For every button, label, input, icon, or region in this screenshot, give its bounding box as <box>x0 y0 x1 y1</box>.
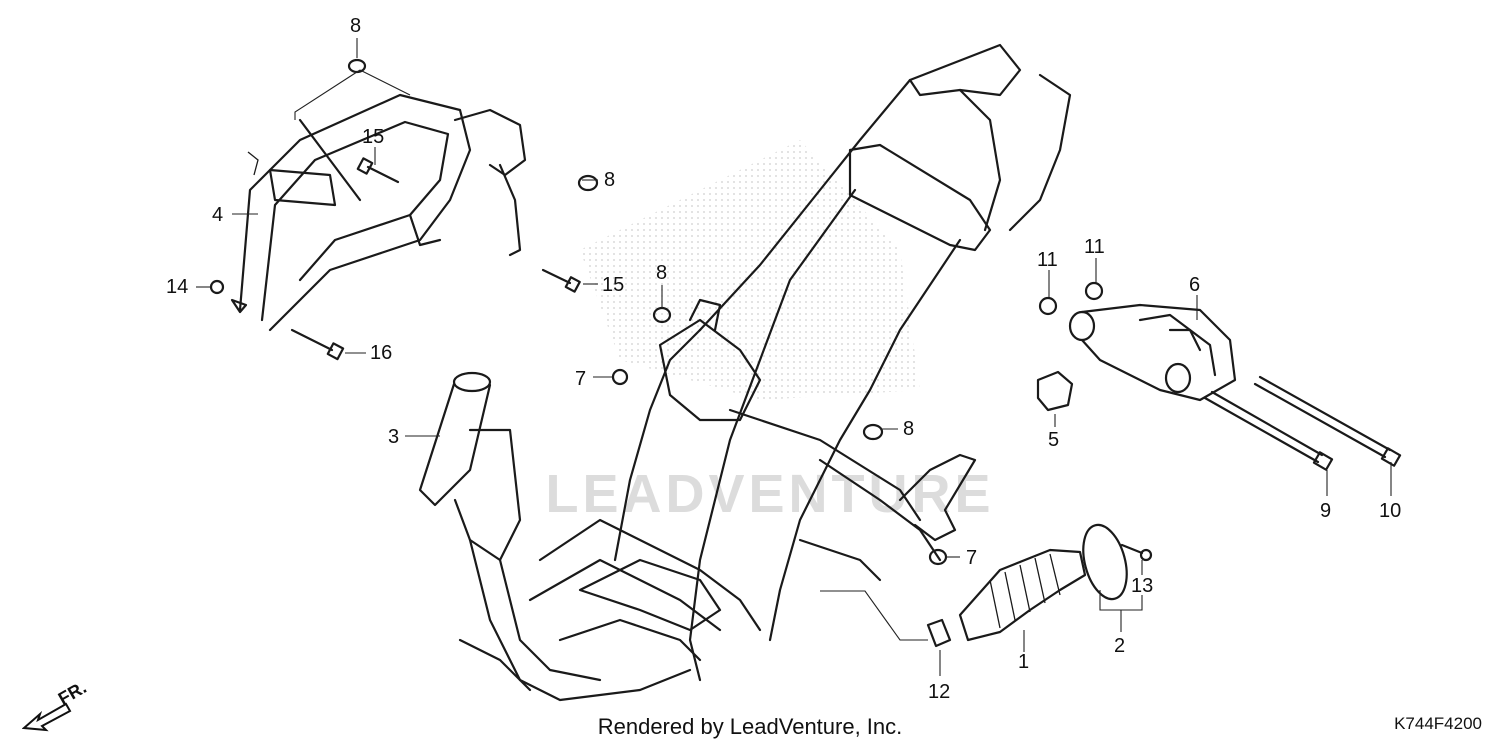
callout-4: 4 <box>212 204 223 226</box>
callout-6: 6 <box>1189 274 1200 296</box>
callout-1: 1 <box>1018 651 1029 673</box>
callout-10: 10 <box>1379 500 1401 522</box>
part-2-band <box>1082 523 1128 601</box>
callout-15a: 15 <box>362 126 384 148</box>
watermark-logo-dots <box>580 140 920 400</box>
part-5-rubber <box>1036 370 1074 412</box>
part-8-nut-right <box>577 174 599 192</box>
front-direction-arrow-icon <box>22 702 72 732</box>
part-16-bolt <box>290 328 345 361</box>
part-9-bolt <box>1203 390 1334 471</box>
callout-11b: 11 <box>1084 236 1105 258</box>
part-8-nut-mid <box>652 306 672 324</box>
part-6-engine-hanger <box>1068 303 1237 402</box>
part-10-bolt <box>1253 375 1402 467</box>
washers-nuts <box>209 58 1104 566</box>
part-13-screw <box>1120 543 1153 562</box>
callout-16: 16 <box>370 342 392 364</box>
callout-8b: 8 <box>604 169 615 191</box>
part-11-nut-b <box>1084 281 1104 301</box>
callout-9: 9 <box>1320 500 1331 522</box>
callout-8c: 8 <box>656 262 667 284</box>
callout-13: 13 <box>1131 575 1153 597</box>
callout-14: 14 <box>166 276 188 298</box>
callout-11a: 11 <box>1037 249 1058 271</box>
callout-8a: 8 <box>350 15 361 37</box>
callout-15b: 15 <box>602 274 624 296</box>
part-14-nut <box>209 279 225 295</box>
callout-3: 3 <box>388 426 399 448</box>
part-12-clip <box>926 618 952 648</box>
diagram-code: K744F4200 <box>1394 714 1482 733</box>
main-frame <box>528 43 1072 682</box>
leader-lines <box>196 38 1392 676</box>
part-8-nut-top <box>347 58 367 74</box>
part-8-nut-low <box>862 423 884 441</box>
part-7-nut-left <box>611 368 629 386</box>
part-11-nut-a <box>1038 296 1058 316</box>
callout-5: 5 <box>1048 429 1059 451</box>
part-1-duct-boot <box>958 548 1087 642</box>
callout-12: 12 <box>928 681 950 703</box>
callout-2: 2 <box>1114 635 1125 657</box>
callout-7b: 7 <box>966 547 977 569</box>
callout-7a: 7 <box>575 368 586 390</box>
callout-labels: 1 2 3 4 5 6 7 7 8 8 8 8 9 10 11 11 12 13… <box>166 15 1401 703</box>
part-15-bolt-b <box>541 268 581 293</box>
part-4-rear-carrier <box>230 93 527 332</box>
part-3-head-pipe <box>418 371 692 702</box>
footer-credit: Rendered by LeadVenture, Inc. <box>597 714 903 739</box>
callout-8d: 8 <box>903 418 914 440</box>
part-15-bolt-a <box>356 157 400 184</box>
